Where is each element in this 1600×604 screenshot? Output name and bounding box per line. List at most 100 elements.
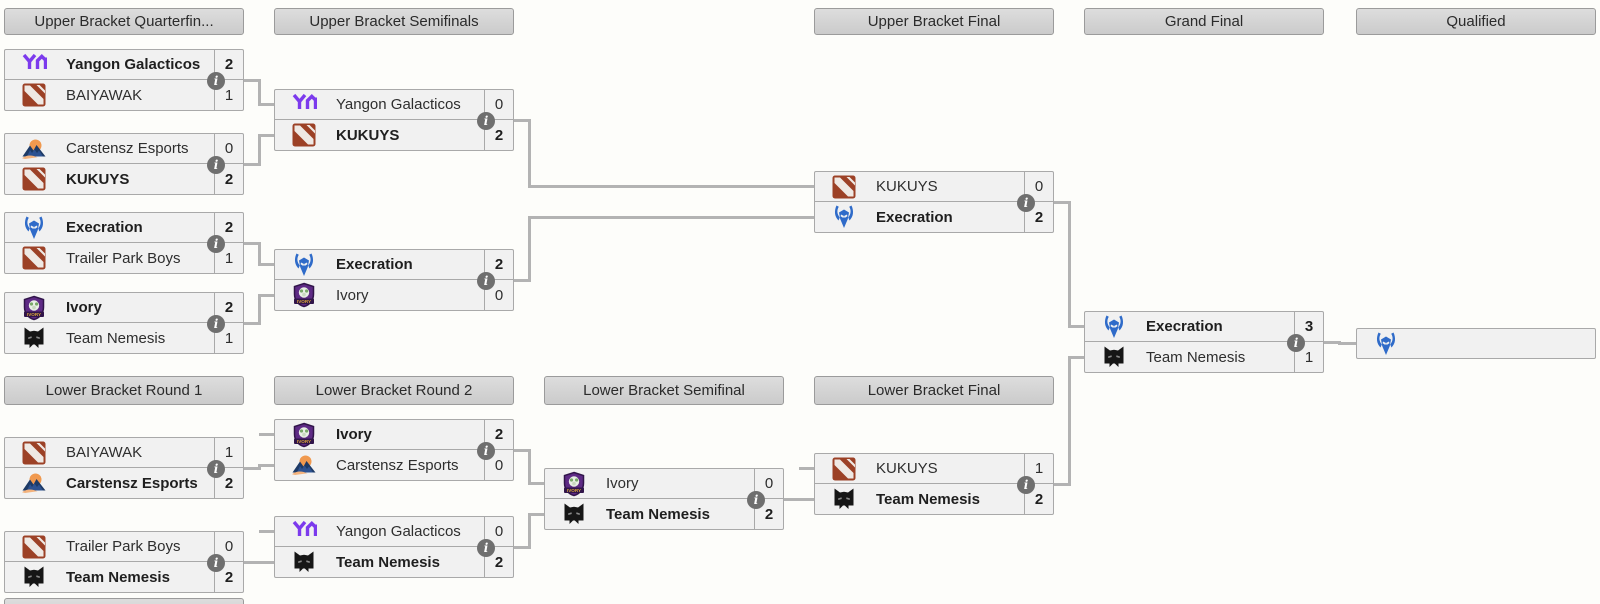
match-info-icon[interactable]: i — [477, 272, 495, 290]
team-name[interactable]: BAIYAWAK — [66, 444, 143, 461]
execration-logo[interactable] — [1101, 314, 1127, 340]
team-score: 2 — [1024, 484, 1053, 514]
connector-line — [244, 321, 259, 325]
team-name[interactable]: Ivory — [606, 475, 639, 492]
team-score: 1 — [1024, 454, 1053, 483]
dota2-logo[interactable] — [21, 440, 47, 466]
team-name[interactable]: Execration — [336, 256, 413, 273]
team-name[interactable]: Execration — [876, 208, 953, 226]
team-name[interactable]: KUKUYS — [876, 178, 938, 195]
match-info-icon[interactable]: i — [477, 442, 495, 460]
dota2-logo[interactable] — [831, 174, 857, 200]
team-name[interactable]: Carstensz Esports — [66, 140, 189, 157]
match-info-icon[interactable]: i — [207, 235, 225, 253]
team-row: Execration 3 — [1085, 312, 1323, 342]
team-name[interactable]: Ivory — [336, 286, 369, 304]
match-info-icon[interactable]: i — [1017, 194, 1035, 212]
connector-line — [1069, 325, 1084, 328]
team-name[interactable]: Trailer Park Boys — [66, 538, 181, 555]
team-name[interactable]: Team Nemesis — [876, 490, 980, 508]
team-nemesis-logo[interactable] — [21, 325, 47, 351]
connector-line — [799, 498, 814, 501]
dota2-logo[interactable] — [831, 456, 857, 482]
team-name[interactable]: Yangon Galacticos — [336, 96, 461, 113]
connector-line — [784, 497, 799, 501]
carstensz-logo[interactable] — [21, 136, 47, 162]
match-info-icon[interactable]: i — [207, 460, 225, 478]
dota2-logo[interactable] — [21, 245, 47, 271]
dota2-logo[interactable] — [21, 82, 47, 108]
ivory-logo[interactable]: IVORY — [291, 282, 317, 308]
connector-line — [529, 513, 544, 516]
connector-line — [244, 162, 259, 166]
team-name[interactable]: Ivory — [336, 426, 372, 443]
yangon-galacticos-logo[interactable] — [291, 92, 317, 118]
match-info-icon[interactable]: i — [1017, 476, 1035, 494]
match-info-icon[interactable]: i — [1287, 334, 1305, 352]
team-nemesis-logo[interactable] — [1101, 344, 1127, 370]
team-score: 2 — [214, 213, 243, 242]
dota2-logo[interactable] — [21, 534, 47, 560]
team-name[interactable]: Yangon Galacticos — [336, 523, 461, 540]
team-name[interactable]: KUKUYS — [336, 126, 400, 144]
team-name[interactable]: Team Nemesis — [1146, 348, 1246, 366]
yangon-galacticos-logo[interactable] — [291, 519, 317, 545]
team-nemesis-logo[interactable] — [21, 564, 47, 590]
ivory-logo[interactable]: IVORY — [561, 471, 587, 497]
team-nemesis-logo[interactable] — [561, 501, 587, 527]
team-name[interactable]: Trailer Park Boys — [66, 249, 181, 267]
connector-line — [259, 134, 274, 137]
team-name[interactable]: Yangon Galacticos — [66, 56, 201, 73]
execration-logo[interactable] — [21, 215, 47, 241]
match-info-icon[interactable]: i — [477, 112, 495, 130]
match-info-icon[interactable]: i — [207, 156, 225, 174]
team-nemesis-logo[interactable] — [831, 486, 857, 512]
team-name[interactable]: KUKUYS — [876, 460, 938, 477]
dota2-logo[interactable] — [21, 166, 47, 192]
yangon-galacticos-logo[interactable] — [21, 52, 47, 78]
connector-line — [257, 241, 261, 266]
carstensz-logo[interactable] — [291, 452, 317, 478]
dota2-logo[interactable] — [291, 122, 317, 148]
round-header-upper-bracket-quarterfin: Upper Bracket Quarterfin... — [4, 8, 244, 35]
connector-line — [244, 466, 259, 470]
connector-line — [527, 448, 531, 485]
round-header-upper-bracket-final: Upper Bracket Final — [814, 8, 1054, 35]
ivory-logo[interactable]: IVORY — [291, 422, 317, 448]
connector-line — [1069, 356, 1084, 359]
match-info-icon[interactable]: i — [207, 72, 225, 90]
team-name[interactable]: KUKUYS — [66, 170, 130, 188]
connector-line — [514, 545, 529, 549]
execration-logo[interactable] — [831, 204, 857, 230]
round-header-cutoff — [4, 598, 244, 604]
team-score: 3 — [1294, 312, 1323, 341]
team-name[interactable]: Team Nemesis — [336, 553, 440, 571]
carstensz-logo[interactable] — [21, 470, 47, 496]
team-nemesis-logo[interactable] — [291, 549, 317, 575]
team-score: 1 — [214, 323, 243, 353]
team-name[interactable]: Ivory — [66, 299, 102, 316]
team-name[interactable]: Carstensz Esports — [336, 456, 459, 474]
team-name[interactable]: BAIYAWAK — [66, 86, 143, 104]
connector-line — [527, 513, 531, 549]
team-name[interactable]: Execration — [1146, 318, 1223, 335]
connector-line — [799, 467, 814, 470]
match-info-icon[interactable]: i — [747, 491, 765, 509]
match-info-icon[interactable]: i — [207, 315, 225, 333]
match-info-icon[interactable]: i — [207, 554, 225, 572]
team-name[interactable]: Carstensz Esports — [66, 474, 198, 492]
team-name[interactable]: Execration — [66, 219, 143, 236]
execration-logo[interactable] — [1373, 331, 1399, 357]
team-name[interactable]: Team Nemesis — [66, 329, 166, 347]
execration-logo[interactable] — [291, 252, 317, 278]
ivory-logo[interactable]: IVORY — [21, 295, 47, 321]
team-name[interactable]: Team Nemesis — [606, 505, 710, 523]
team-name[interactable]: Team Nemesis — [66, 568, 170, 586]
match-info-icon[interactable]: i — [477, 539, 495, 557]
team-score: 2 — [484, 250, 513, 279]
